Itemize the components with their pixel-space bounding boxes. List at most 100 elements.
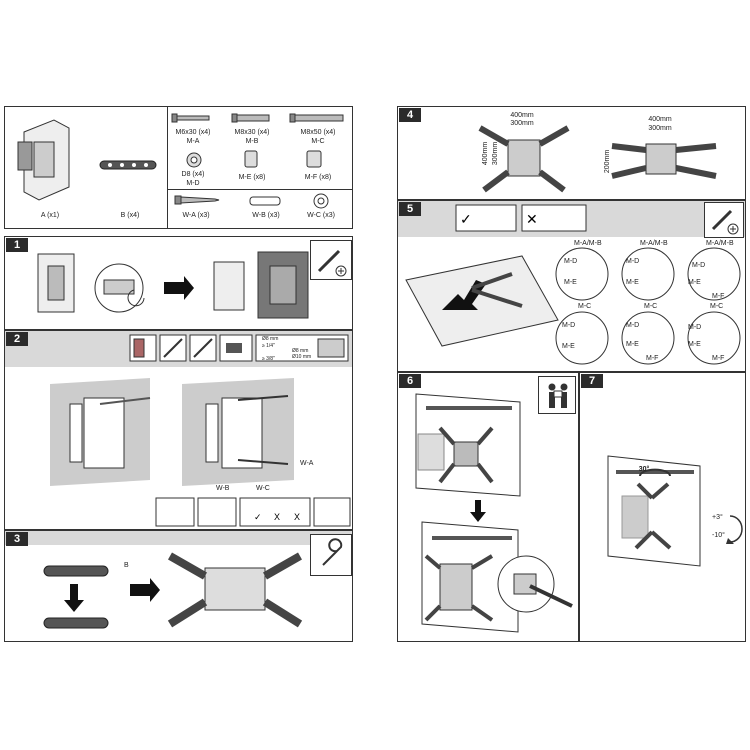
step-4-number: 4: [399, 108, 421, 122]
parts-hline: [167, 189, 352, 190]
svg-text:X: X: [294, 512, 300, 522]
step-7-tilt-down: -10°: [712, 532, 725, 539]
step-6-tv-bottom: [421, 521, 573, 633]
svg-text:X: X: [274, 512, 280, 522]
step-1-number: 1: [6, 238, 28, 252]
w-b-callout: W-B: [216, 485, 230, 492]
step-5-right-wrong-strip: ✓ ✕: [455, 204, 587, 232]
step-5-number: 5: [399, 202, 421, 216]
step-2-wall-left: [50, 378, 151, 486]
lag-bolt-w-a-icon: [174, 195, 220, 205]
drill-depth-b: ≥ 3/8": [262, 356, 275, 362]
step-5-label-me-4: M-E: [562, 343, 575, 350]
anchor-w-b-icon: [249, 196, 281, 206]
step-5-label-me-1: M-E: [564, 279, 577, 286]
washer-m-d-name: D8 (x4): [181, 171, 205, 178]
step-5-label-mab-3: M-A/M-B: [706, 240, 734, 247]
wrench-icon: [322, 538, 343, 566]
step-5-label-mf-5: M-F: [646, 355, 659, 362]
drill-size-bot: Ø10 mm: [292, 354, 312, 360]
step-4-right-mount: [611, 143, 717, 179]
screw-m-b-icon: [231, 113, 270, 123]
step-4-right-width2: 300mm: [648, 125, 672, 132]
step-5-label-md-5: M-D: [626, 322, 640, 329]
step-1-bracket-illustration: [37, 251, 309, 319]
screw-m-a-code: M-A: [186, 138, 200, 145]
step-4-right-height: 200mm: [604, 149, 612, 174]
part-w-c-label: W-C (x3): [307, 212, 335, 219]
step-4-left-height2: 300mm: [492, 141, 500, 166]
spacer-m-e-name: M-E (x8): [238, 174, 266, 181]
svg-text:✓: ✓: [254, 512, 262, 522]
step-4-left-height: 400mm: [482, 141, 490, 166]
step-5-label-me-3: M-E: [688, 279, 701, 286]
wrench-tool-box: [310, 534, 352, 576]
two-person-box: [538, 376, 576, 414]
parts-divider: [167, 107, 168, 228]
washer-m-d-icon: [186, 152, 202, 168]
step-4-right-width: 400mm: [648, 116, 672, 123]
two-person-icon: [548, 383, 568, 408]
screwdriver-tool-box: [310, 240, 352, 280]
step-5-label-mc-2: M-C: [644, 303, 658, 310]
screwdriver-icon: [711, 209, 739, 235]
spacer-m-f-icon: [306, 150, 322, 168]
step-5-label-mab-1: M-A/M-B: [574, 240, 602, 247]
drill-size-mid: Ø8 mm: [292, 348, 309, 354]
step-4-left-width2: 300mm: [510, 120, 534, 127]
step-3-number: 3: [6, 532, 28, 546]
screw-m-c-code: M-C: [311, 138, 325, 145]
step-7-tv-mounted: [607, 455, 701, 567]
step-5-label-me-6: M-E: [688, 341, 701, 348]
step-3-arm-illustration: [43, 552, 303, 629]
step-2-check-strip: ✓ X X: [155, 497, 351, 527]
step-2-number: 2: [6, 332, 28, 346]
part-w-b-label: W-B (x3): [252, 212, 280, 219]
step-5-label-mab-2: M-A/M-B: [640, 240, 668, 247]
washer-w-c-icon: [313, 193, 329, 209]
step-5-label-mf-3: M-F: [712, 293, 725, 300]
step-4-left-mount: [478, 125, 570, 193]
step-6-down-arrow: [470, 500, 486, 522]
part-a-label: A (x1): [40, 212, 60, 219]
step-5-label-me-5: M-E: [626, 341, 639, 348]
step-3-band: [5, 531, 352, 545]
screwdriver-icon: [317, 249, 347, 277]
w-c-callout: W-C: [256, 485, 270, 492]
step-5-label-me-2: M-E: [626, 279, 639, 286]
step-5-label-md-6: M-D: [688, 324, 702, 331]
step-5-label-md-3: M-D: [692, 262, 706, 269]
step-5-detail-circles: [555, 247, 741, 365]
screw-m-b-code: M-B: [245, 138, 259, 145]
drill-size-top: Ø8 mm: [262, 336, 279, 342]
step-6-tv-top: [415, 393, 521, 497]
step-7-rotation: 30°: [638, 466, 650, 473]
step-5-label-md-4: M-D: [562, 322, 576, 329]
step-5-label-md-1: M-D: [564, 258, 578, 265]
step-2-tool-strip: [129, 334, 349, 362]
part-w-a-label: W-A (x3): [182, 212, 210, 219]
screw-m-a-name: M6x30 (x4): [175, 129, 211, 136]
step-7-number: 7: [581, 374, 603, 388]
step-5-label-mf-6: M-F: [712, 355, 725, 362]
step-5-label-mc-1: M-C: [578, 303, 592, 310]
step-4-panel: [397, 106, 746, 200]
step-3-b-callout: B: [124, 562, 129, 569]
step-7-tilt-up: +3°: [712, 514, 723, 521]
step-5-label-mc-3: M-C: [710, 303, 724, 310]
screwdriver-tool-box-5: [704, 202, 744, 238]
part-b-label: B (x4): [120, 212, 140, 219]
drill-depth-a: ≥ 1/4": [262, 343, 275, 349]
wall-plate-a-icon: [17, 119, 70, 201]
step-4-left-width: 400mm: [510, 112, 534, 119]
svg-text:✓: ✓: [460, 211, 472, 227]
step-5-label-md-2: M-D: [626, 258, 640, 265]
screw-m-a-icon: [171, 113, 210, 123]
step-5-tv-back: [405, 255, 559, 347]
screw-m-c-icon: [289, 113, 344, 123]
step-7-tilt-arrow: [726, 515, 743, 544]
spacer-m-e-icon: [244, 150, 258, 168]
step-2-wall-right: [182, 378, 294, 486]
screw-m-b-name: M8x30 (x4): [234, 129, 270, 136]
step-6-number: 6: [399, 374, 421, 388]
